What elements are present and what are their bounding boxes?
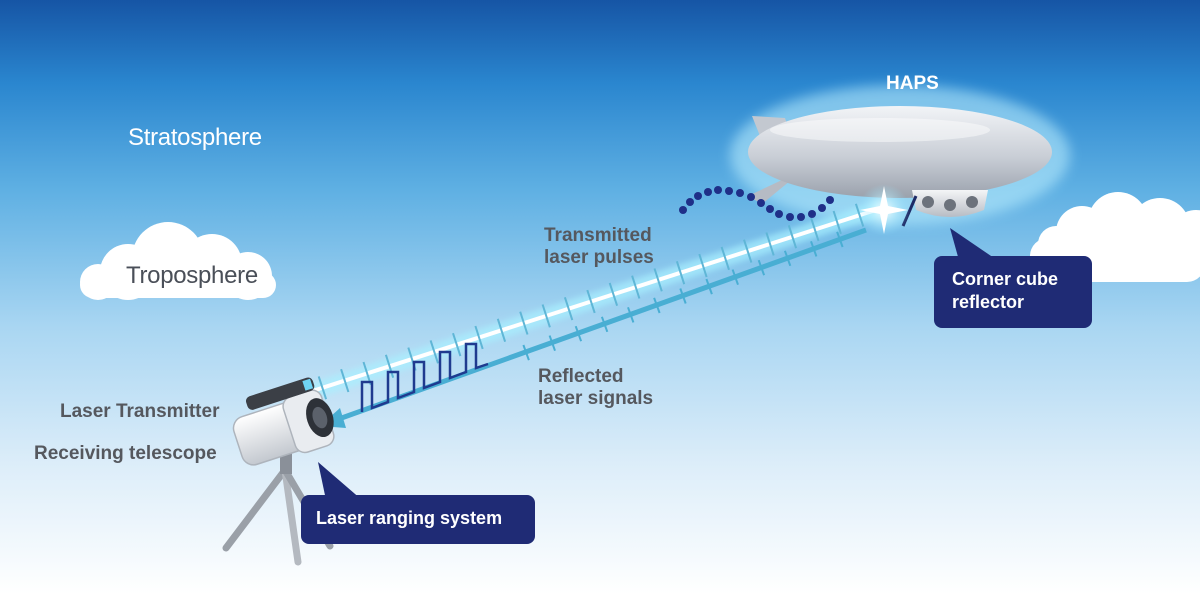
reflected-signal-tick [783, 250, 792, 267]
transmitted-pulse-tick [340, 368, 350, 393]
transmitted-pulse-tick [832, 210, 842, 235]
transmitted-pulse-tick [653, 268, 663, 292]
transmitted-pulse-tick [429, 340, 439, 364]
reflected-signal-tick [836, 231, 844, 248]
transmitted-pulse-tick [384, 354, 395, 379]
laser-ranging-telescope [222, 377, 335, 566]
laser-ranging-callout-pointer [318, 462, 362, 500]
transmitted-pulse-tick [452, 332, 462, 357]
corner-cube-callout-pointer [950, 228, 994, 264]
label-laser-transmitter: Laser Transmitter [60, 401, 220, 422]
signal-dotted-arc [679, 186, 834, 221]
reflected-signal-tick [679, 288, 687, 304]
reflected-signal-tick [600, 316, 609, 333]
reflected-signal-tick [627, 306, 635, 323]
reflected-signal-tick [574, 325, 583, 342]
reflected-signal-ticks [522, 231, 844, 361]
callout-corner-cube-line2: reflector [952, 292, 1025, 312]
transmitted-pulse-tick [810, 217, 820, 242]
transmitted-pulse-tick [631, 275, 641, 299]
haps-airship [748, 106, 1052, 227]
reflected-signal-tick [705, 278, 713, 295]
label-transmitted-line2: laser pulses [544, 247, 654, 268]
reflected-signal-tick [548, 335, 556, 352]
reflected-signal-tick [757, 259, 766, 276]
label-reflected-line2: laser signals [538, 388, 654, 409]
reflected-signal-tick [653, 297, 661, 314]
received-pulse-train [360, 342, 489, 412]
reflected-signal-tick [522, 344, 530, 361]
transmitted-pulse-tick [698, 253, 708, 278]
reflected-signal-tick [810, 240, 818, 257]
transmitted-pulse-tick [474, 325, 484, 350]
transmitted-pulse-tick [608, 282, 619, 307]
cloud-left [80, 222, 276, 300]
transmitted-pulse-tick [317, 376, 328, 400]
transmitted-pulse-tick [675, 260, 686, 285]
transmitted-pulse-tick [541, 304, 551, 328]
reflection-flare [858, 184, 910, 236]
callout-corner-cube-line1: Corner cube [952, 269, 1059, 289]
transmitted-pulse-tick [519, 311, 529, 335]
cloud-right [1030, 192, 1200, 282]
label-receiving-telescope: Receiving telescope [34, 443, 217, 464]
transmitted-pulse-tick [496, 318, 507, 343]
transmitted-pulse-tick [563, 296, 574, 321]
callout-corner-cube-reflector: Corner cube reflector [934, 256, 1092, 328]
label-haps: HAPS [886, 73, 939, 94]
transmitted-pulse-tick [765, 232, 775, 256]
callout-laser-ranging-system: Laser ranging system [301, 495, 535, 544]
transmitted-pulse-tick [787, 224, 798, 249]
label-troposphere: Troposphere [126, 262, 258, 289]
label-transmitted-line1: Transmitted [544, 225, 652, 246]
transmitted-pulse-tick [586, 289, 596, 314]
reflected-signal-tick [731, 269, 739, 286]
callout-laser-ranging-text: Laser ranging system [316, 508, 503, 528]
label-reflected-line1: Reflected [538, 366, 624, 387]
transmitted-pulse-tick [743, 239, 753, 263]
transmitted-pulse-tick [720, 246, 730, 271]
label-stratosphere: Stratosphere [128, 124, 262, 151]
